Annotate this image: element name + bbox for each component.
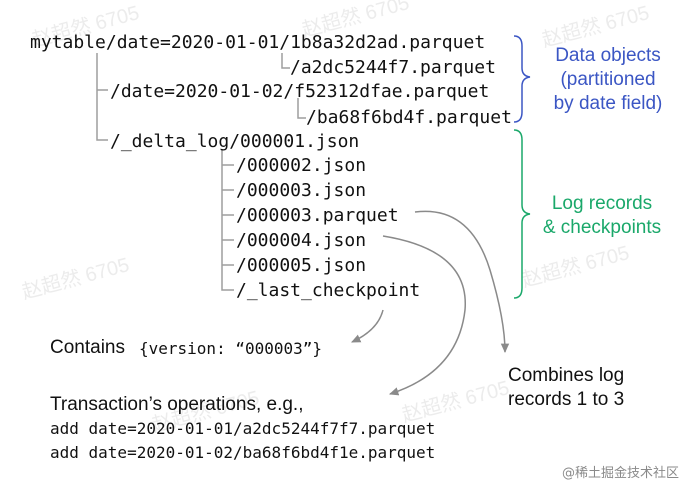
- tree-line-11: /_last_checkpoint: [236, 280, 421, 301]
- transaction-text: Transaction’s operations, e.g.,: [50, 394, 304, 415]
- tree-line-7: /000003.json: [236, 180, 367, 201]
- transaction-add-1: add date=2020-01-01/a2dc5244f7f7.parquet: [50, 419, 436, 438]
- blue-brace: [513, 35, 531, 123]
- transaction-add-2: add date=2020-01-02/ba68f6bd4f1e.parquet: [50, 443, 436, 462]
- tree-line-1: mytable/date=2020-01-01/1b8a32d2ad.parqu…: [30, 32, 486, 53]
- tree-line-10: /000005.json: [236, 255, 367, 276]
- arrow-000004: [382, 235, 466, 396]
- tree-line-2: /a2dc5244f7.parquet: [290, 57, 496, 78]
- contains-code: {version: “000003”}: [139, 339, 323, 358]
- green-brace: [513, 129, 531, 299]
- arrow-last-checkpoint: [351, 309, 384, 343]
- tree-line-6: /000002.json: [236, 155, 367, 176]
- arrow-000003-parquet: [414, 210, 510, 354]
- footer-credit: @稀土掘金技术社区: [562, 466, 680, 481]
- tree-connector: [96, 53, 108, 141]
- tree-line-5: /_delta_log/000001.json: [110, 131, 360, 152]
- tree-line-4: /ba68f6bd4f.parquet: [306, 107, 512, 128]
- contains-text: Contains: [50, 337, 131, 358]
- tree-connector: [297, 98, 306, 119]
- data-objects-label: Data objects (partitioned by date field): [553, 45, 663, 114]
- combines-text: Combines log records 1 to 3: [508, 365, 625, 410]
- log-records-label: Log records & checkpoints: [542, 193, 662, 238]
- tree-connector: [221, 150, 234, 291]
- tree-line-8: /000003.parquet: [236, 205, 399, 226]
- tree-connector: [281, 53, 290, 69]
- tree-line-9: /000004.json: [236, 230, 367, 251]
- tree-line-3: /date=2020-01-02/f52312dfae.parquet: [110, 81, 490, 102]
